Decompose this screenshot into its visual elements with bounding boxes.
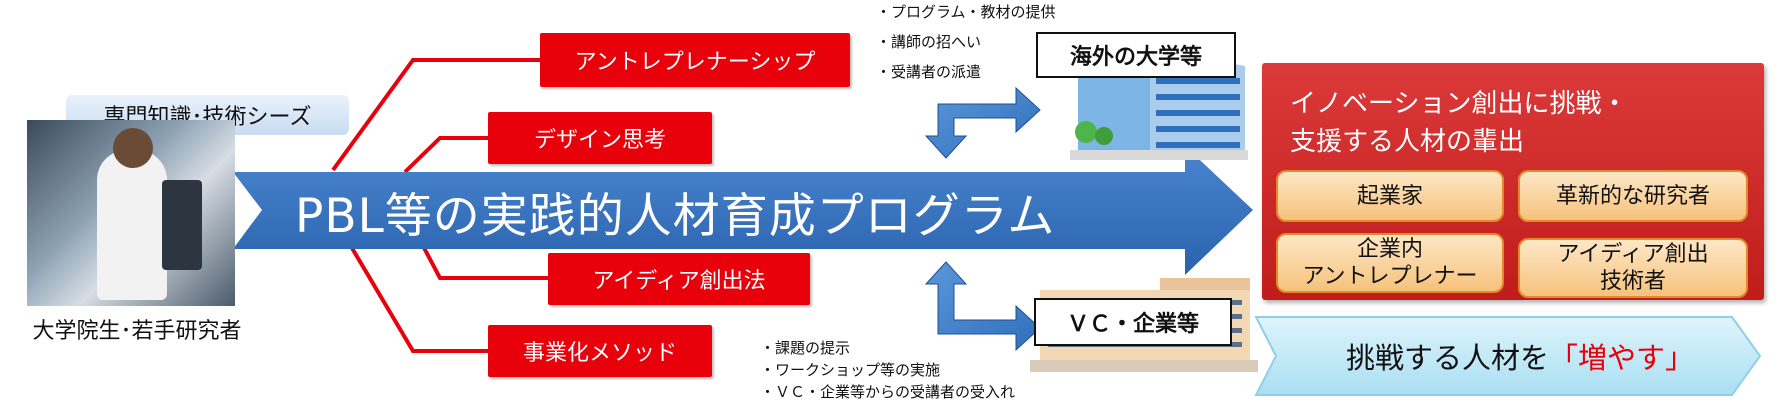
banner-emphasis-text: 「増やす」 [1549,341,1695,375]
outcome-innovative-researcher: 革新的な研究者 [1518,170,1748,222]
overseas-exchange-arrow [924,86,1041,159]
banner-main-text: 挑戦する人材を [1345,341,1549,375]
overseas-bullet-list: ・プログラム・教材の提供 ・講師の招へい ・受講者の派遣 [876,0,1106,85]
connector-line-entrepreneurship [331,58,540,172]
microscope-icon [162,180,202,270]
researcher-figure-icon [97,150,167,300]
researcher-label: 大学院生･若手研究者 [32,319,242,344]
connector-line-design-thinking [403,136,488,174]
overseas-bullet: ・受講者の派遣 [876,63,982,81]
main-program-arrow [233,146,1253,275]
connector-line-business-method [331,214,488,353]
method-design-thinking: デザイン思考 [488,112,712,164]
overseas-bullet: ・プログラム・教材の提供 [876,3,1056,21]
vc-bullet: ・ＶＣ・企業等からの受講者の受入れ [760,383,1016,401]
outcome-idea-engineer: アイディア創出 技術者 [1518,238,1748,298]
method-entrepreneurship: アントレプレナーシップ [540,33,850,87]
outcome-title-line2: 支援する人材の輩出 [1290,127,1525,157]
main-program-text: PBL等の実践的人材育成プログラム [295,188,1056,244]
bottom-banner-shape [1254,316,1762,396]
bottom-banner-text: 挑戦する人材を「増やす」 [1300,330,1740,382]
vc-company-box: ＶＣ・企業等 [1034,298,1232,346]
vc-bullet-list: ・課題の提示 ・ワークショップ等の実施 ・ＶＣ・企業等からの受講者の受入れ [760,337,1100,403]
vc-bullet: ・課題の提示 [760,339,851,357]
overseas-university-box: 海外の大学等 [1036,32,1236,78]
outcome-entrepreneur: 起業家 [1276,170,1504,222]
method-idea-creation: アイディア創出法 [548,253,810,305]
researcher-photo [27,120,235,306]
outcome-title-line1: イノベーション創出に挑戦・ [1290,89,1628,119]
outcome-intrapreneur: 企業内 アントレプレナー [1276,233,1504,293]
overseas-bullet: ・講師の招へい [876,33,982,51]
method-business-methods: 事業化メソッド [488,325,712,377]
vc-bullet: ・ワークショップ等の実施 [760,361,941,379]
researcher-head-icon [113,128,153,168]
